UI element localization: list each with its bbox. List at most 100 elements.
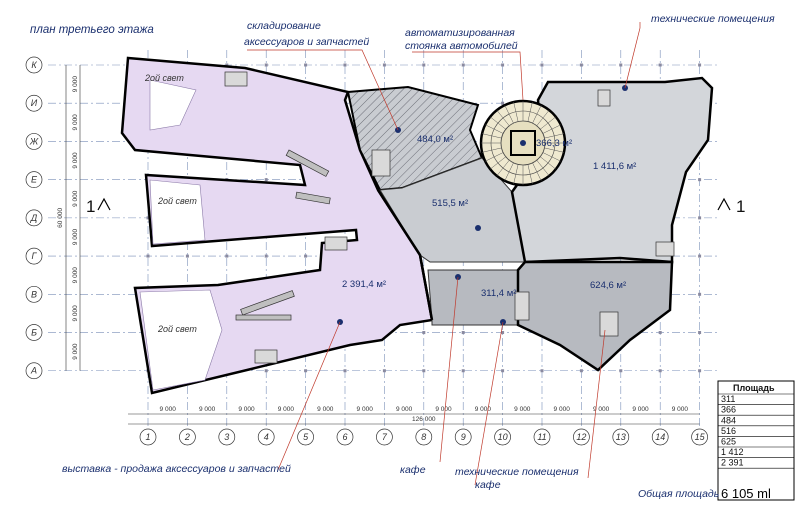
col-label: 12 xyxy=(576,432,586,442)
ramp-spoke xyxy=(542,152,561,162)
table-value: 366 xyxy=(721,405,736,415)
column-post xyxy=(146,216,150,220)
callout-expo: выставка - продажа аксессуаров и запчаст… xyxy=(62,463,291,475)
col-label: 1 xyxy=(145,432,150,442)
table-value: 484 xyxy=(721,415,736,425)
table-value: 625 xyxy=(721,437,736,447)
col-dim: 9 000 xyxy=(632,406,649,413)
col-label: 14 xyxy=(655,432,665,442)
callout-parking-2: стоянка автомобилей xyxy=(405,40,518,52)
col-dim: 9 000 xyxy=(435,406,452,413)
row-label: Б xyxy=(31,328,37,338)
ramp-spoke xyxy=(481,147,502,153)
atrium-3 xyxy=(139,289,223,391)
area-labels: 2 391,4 м² 484,0 м² 366,3 м² 515,5 м² 1 … xyxy=(144,73,636,334)
table-total-value: 6 105 ml xyxy=(721,486,771,501)
column-post xyxy=(698,63,702,67)
column-post xyxy=(658,331,662,335)
atrium-2 xyxy=(149,179,206,245)
total-width-dim: 126 000 xyxy=(412,416,436,423)
column-post xyxy=(461,369,465,373)
col-marker xyxy=(179,428,196,446)
total-height-dim: 60 000 xyxy=(57,208,64,228)
column-post xyxy=(304,254,308,258)
ramp-spoke xyxy=(490,116,506,130)
column-post xyxy=(658,63,662,67)
area-parking: 366,3 м² xyxy=(536,138,572,149)
col-label: 2 xyxy=(184,432,190,442)
col-label: 6 xyxy=(342,432,347,442)
column-post xyxy=(225,254,229,258)
col-marker xyxy=(573,428,590,446)
table-value: 516 xyxy=(721,426,736,436)
column-post xyxy=(422,331,426,335)
col-marker xyxy=(297,428,314,446)
column-post xyxy=(619,63,623,67)
marker-parking xyxy=(520,140,526,146)
row-dim: 9 000 xyxy=(72,267,79,284)
ramp-spoke xyxy=(513,164,519,185)
atrium-label-3: 2ой свет xyxy=(157,324,197,334)
col-marker xyxy=(415,428,433,446)
ramp-spoke xyxy=(527,164,533,185)
col-dim: 9 000 xyxy=(278,406,295,413)
callout-cafe: кафе xyxy=(400,464,426,476)
east-zone xyxy=(510,76,714,264)
row-label: Ж xyxy=(29,136,39,146)
column-post xyxy=(698,292,702,296)
area-expo: 2 391,4 м² xyxy=(342,279,386,290)
table-value: 1 412 xyxy=(721,447,744,457)
ramp-spoke xyxy=(536,160,550,176)
row-marker xyxy=(25,133,43,150)
column-post xyxy=(343,63,347,67)
ramp-spoke xyxy=(490,156,506,170)
col-label: 10 xyxy=(498,432,508,442)
table-total-label: Общая площадь xyxy=(638,488,719,500)
row-label: И xyxy=(31,98,38,108)
ramp-spoke xyxy=(540,116,556,130)
column-post xyxy=(698,331,702,335)
escalators xyxy=(224,71,675,364)
ramp-spoke xyxy=(496,160,510,176)
column-post xyxy=(304,63,308,67)
area-east: 1 411,6 м² xyxy=(593,161,636,172)
column-post xyxy=(264,254,268,258)
row-marker xyxy=(25,209,43,227)
row-dim: 9 000 xyxy=(72,76,79,93)
callout-tech-top: технические помещения xyxy=(651,13,775,25)
table-header: Площадь xyxy=(733,383,775,393)
southeast-zone xyxy=(516,260,674,372)
ramp-spoke xyxy=(540,156,556,170)
row-dim: 9 000 xyxy=(72,152,79,169)
row-marker xyxy=(25,56,43,74)
ramp-spoke xyxy=(532,162,542,181)
col-label: 15 xyxy=(695,432,706,442)
col-marker xyxy=(257,428,275,446)
col-dim: 9 000 xyxy=(160,406,177,413)
column-post xyxy=(382,63,386,67)
col-marker xyxy=(612,428,630,446)
column-post xyxy=(698,178,702,182)
atrium-1 xyxy=(149,79,197,131)
col-marker xyxy=(454,428,472,446)
column-post xyxy=(146,254,150,258)
col-dim: 9 000 xyxy=(672,406,689,413)
col-label: 8 xyxy=(421,432,426,442)
row-dim: 9 000 xyxy=(72,343,79,360)
column-post xyxy=(304,369,308,373)
col-label: 3 xyxy=(224,432,229,442)
column-post xyxy=(540,63,544,67)
row-dim: 9 000 xyxy=(72,114,79,131)
col-marker xyxy=(691,428,708,446)
column-post xyxy=(658,369,662,373)
col-marker xyxy=(376,428,393,446)
ramp-spoke xyxy=(485,152,504,162)
section-mark-right: 1 xyxy=(736,197,745,216)
ramp-spoke xyxy=(496,110,510,126)
column-post xyxy=(185,254,189,258)
column-post xyxy=(461,63,465,67)
ramp-spoke xyxy=(481,133,502,139)
row-label: Г xyxy=(32,251,38,261)
row-dim: 9 000 xyxy=(72,305,79,322)
